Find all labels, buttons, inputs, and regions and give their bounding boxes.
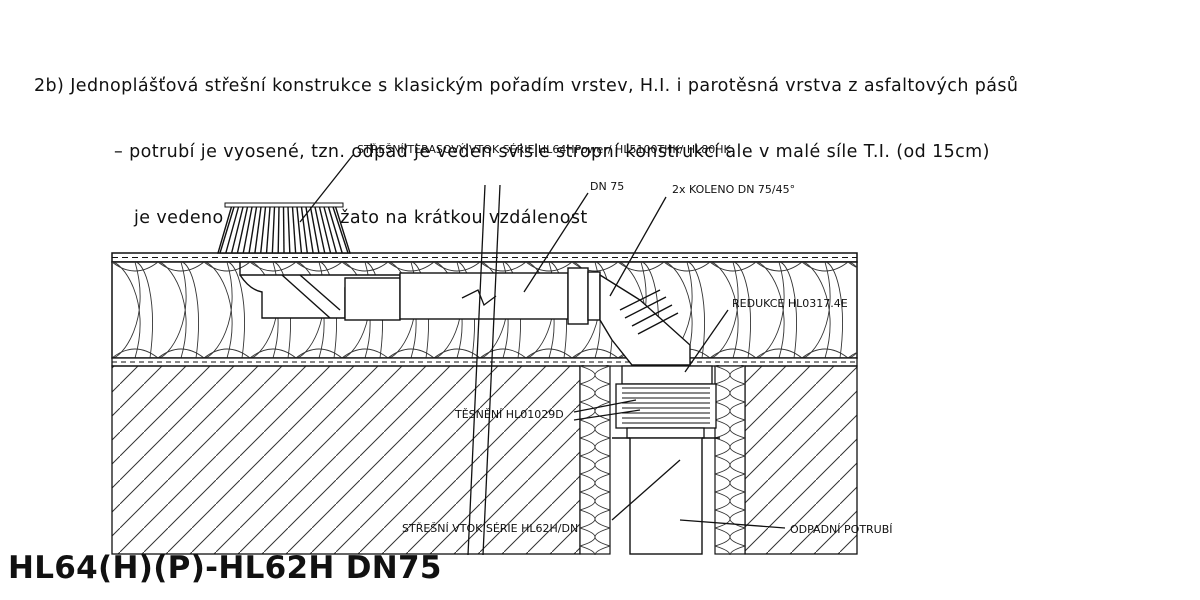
description-text: 2b) Jednoplášťová střešní konstrukce s k… <box>34 31 1018 251</box>
label-elbow: 2x KOLENO DN 75/45° <box>672 183 795 196</box>
label-ceiling-outlet: STŘEŠNÍ VTOK SÉRIE HL62H/DN <box>402 522 578 535</box>
label-drain-pipe: ODPADNÍ POTRUBÍ <box>790 523 893 536</box>
roof-outlet-dome <box>217 202 351 254</box>
concrete-slab <box>111 365 858 555</box>
label-reducer: REDUKCE HL0317.4E <box>732 297 848 310</box>
roof-membrane <box>111 252 858 263</box>
vertical-drain-pipe <box>612 437 720 555</box>
vapor-barrier <box>111 357 858 367</box>
horizontal-pipe <box>239 262 691 366</box>
description-line-1: 2b) Jednoplášťová střešní konstrukce s k… <box>34 76 1019 96</box>
labels: STŘEŠNÍ/TERASOVÝ VTOK SÉRIE HL64HPower/ … <box>357 143 893 536</box>
label-roof-outlet: STŘEŠNÍ/TERASOVÝ VTOK SÉRIE HL64HPower/ … <box>357 143 732 156</box>
reducer-and-seal <box>615 365 717 439</box>
label-seal: TĚSNĚNÍ HL01029D <box>454 408 564 421</box>
leader-lines <box>299 154 786 529</box>
break-line <box>461 184 501 556</box>
label-dn75: DN 75 <box>590 180 624 193</box>
pipe-insulation <box>579 365 746 555</box>
description-line-2: – potrubí je vyosené, tzn. odpad je vede… <box>114 142 990 162</box>
page-title: HL64(H)(P)-HL62H DN75 <box>8 550 442 586</box>
